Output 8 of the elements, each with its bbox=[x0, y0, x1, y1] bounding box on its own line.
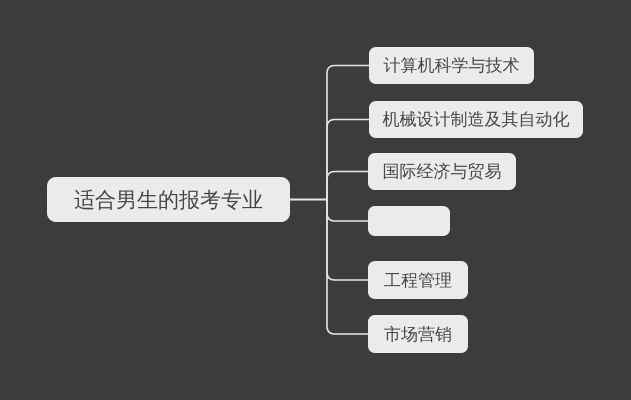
branch-box: 国际经济与贸易 bbox=[368, 153, 516, 190]
branch-box: 市场营销 bbox=[368, 315, 468, 353]
topic-box: 适合男生的报考专业 bbox=[47, 177, 290, 222]
branch-box: 工程管理 bbox=[368, 261, 468, 299]
branch-box: 机械设计制造及其自动化 bbox=[369, 101, 583, 138]
empty-box bbox=[368, 206, 450, 236]
connector-line bbox=[290, 198, 368, 335]
branch-box: 计算机科学与技术 bbox=[369, 47, 534, 84]
